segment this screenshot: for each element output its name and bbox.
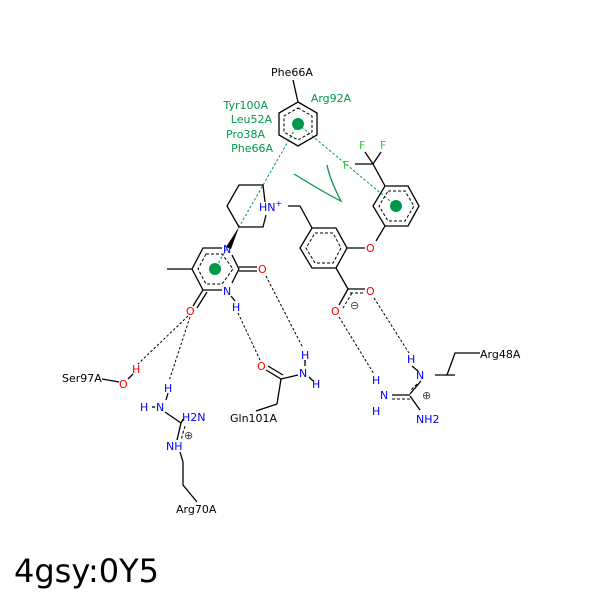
positive-charge: ⊕ bbox=[184, 429, 193, 442]
residue-label-ser97: Ser97A bbox=[62, 372, 102, 385]
hydrogen-atom: H bbox=[372, 374, 380, 387]
fluorine-atom: F bbox=[380, 139, 386, 152]
arg70-imine: NH bbox=[166, 440, 183, 453]
residue-label-arg92: Arg92A bbox=[311, 92, 352, 105]
positive-charge: ⊕ bbox=[422, 389, 431, 402]
carbonyl-oxygen: O bbox=[258, 263, 267, 276]
arg70-nitrogen: N bbox=[156, 401, 164, 414]
hydrogen-bonds bbox=[137, 275, 410, 382]
phe66-ring bbox=[278, 79, 318, 147]
hydroxyl-hydrogen: H bbox=[132, 363, 140, 376]
hydrogen-atom: H bbox=[407, 353, 415, 366]
gln-nitrogen: N bbox=[299, 367, 307, 380]
piperidinium-nitrogen: HN+ bbox=[259, 199, 282, 214]
hydrogen-atom: H bbox=[372, 405, 380, 418]
residue-bonds bbox=[101, 352, 480, 503]
hydrogen-atom: H bbox=[232, 301, 240, 314]
ring-centroid-marker bbox=[390, 200, 402, 212]
gln-oxygen: O bbox=[257, 360, 266, 373]
carboxylate-oxygen: O bbox=[331, 305, 340, 318]
trifluoromethylphenyl-ring bbox=[355, 151, 420, 242]
residue-label-arg70: Arg70A bbox=[176, 503, 217, 516]
ring-centroid-marker bbox=[292, 118, 304, 130]
negative-charge: ⊖ bbox=[350, 299, 359, 312]
arg48-amine: NH2 bbox=[416, 413, 440, 426]
hydrogen-atom: H bbox=[140, 401, 148, 414]
ring-nitrogen: N bbox=[223, 285, 231, 298]
ring-centroid-marker bbox=[209, 263, 221, 275]
pyrimidinone-ring bbox=[167, 247, 257, 309]
pi-stacking-line bbox=[214, 123, 299, 270]
hydroxyl-oxygen: O bbox=[119, 378, 128, 391]
carboxylate-oxygen: O bbox=[366, 285, 375, 298]
arg48-nitrogen: N bbox=[380, 389, 388, 402]
hydrogen-atom: H bbox=[301, 349, 309, 362]
hydrogen-atom: H bbox=[312, 378, 320, 391]
diagram-title: 4gsy:0Y5 bbox=[14, 552, 159, 590]
residue-label-pro38: Pro38A bbox=[226, 128, 265, 141]
hydrophobic-contact-curve bbox=[293, 164, 343, 203]
fluorine-atom: F bbox=[359, 139, 365, 152]
arg48-nitrogen: N bbox=[416, 369, 424, 382]
residue-label-arg48: Arg48A bbox=[480, 348, 521, 361]
residue-label-gln101: Gln101A bbox=[230, 412, 278, 425]
residue-label-phe66: Phe66A bbox=[271, 66, 313, 79]
ether-oxygen: O bbox=[366, 242, 375, 255]
residue-label-tyr100: Tyr100A bbox=[222, 99, 268, 112]
fluorine-atom: F bbox=[343, 159, 349, 172]
ring-nitrogen: N bbox=[223, 243, 231, 256]
carbonyl-oxygen: O bbox=[186, 305, 195, 318]
pi-stacking-line bbox=[297, 123, 397, 207]
hydrogen-atom: H bbox=[164, 382, 172, 395]
benzoate-ring bbox=[299, 227, 365, 309]
residue-label-phe66-hydrophobic: Phe66A bbox=[231, 142, 273, 155]
arg70-amine: H2N bbox=[182, 411, 206, 424]
piperidine-ring bbox=[226, 184, 313, 249]
residue-label-leu52: Leu52A bbox=[231, 113, 273, 126]
